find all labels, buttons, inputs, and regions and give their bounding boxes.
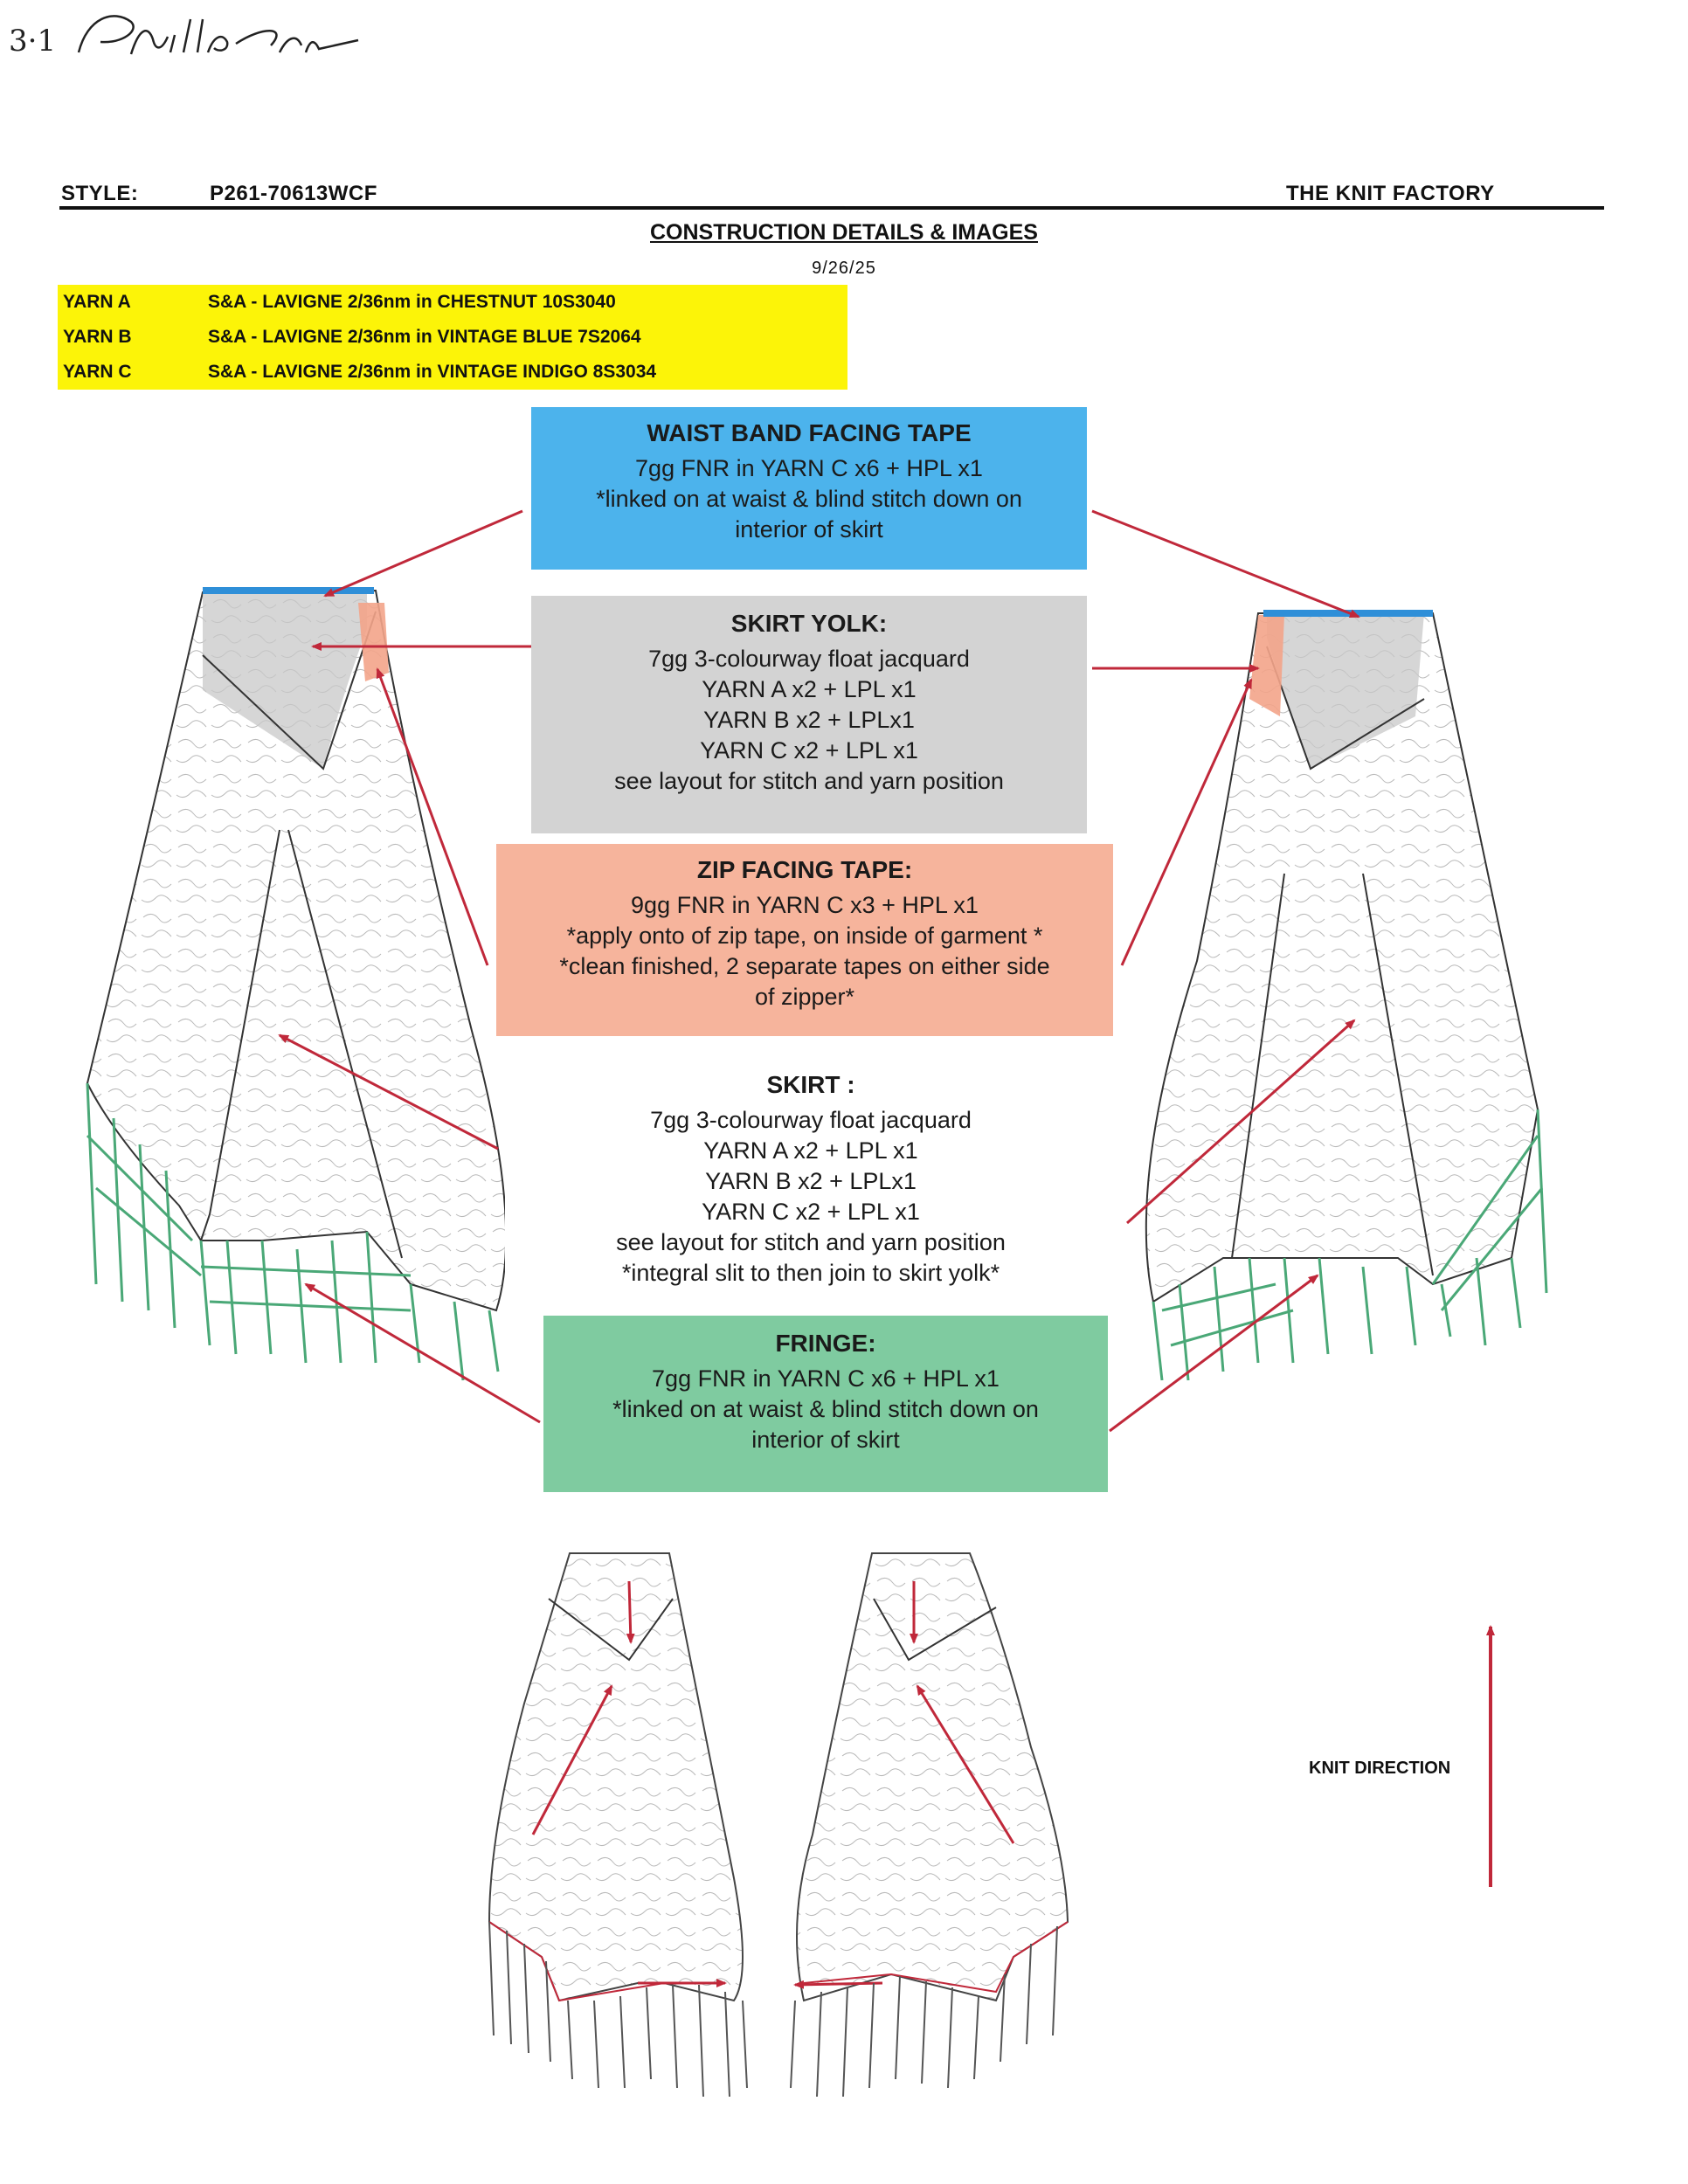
callout-title: SKIRT YOLK:: [730, 610, 888, 637]
callout-title: SKIRT :: [766, 1071, 855, 1098]
document-title: CONSTRUCTION DETAILS & IMAGES: [650, 220, 1038, 245]
callout-line: of zipper*: [754, 984, 855, 1010]
callout-line: YARN B x2 + LPLx1: [705, 1168, 917, 1194]
header-rule: [59, 206, 1604, 210]
callout-line: *clean finished, 2 separate tapes on eit…: [559, 953, 1050, 979]
svg-text:3·1: 3·1: [9, 24, 56, 59]
yarn-key: YARN A: [63, 292, 131, 312]
callout-line: 7gg FNR in YARN C x6 + HPL x1: [652, 1365, 1000, 1392]
callout-line: YARN B x2 + LPLx1: [703, 707, 915, 733]
callout-title: WAIST BAND FACING TAPE: [647, 419, 972, 446]
callout-line: interior of skirt: [735, 516, 883, 543]
style-label: STYLE:: [61, 182, 139, 205]
callout-skirt: SKIRT : 7gg 3-colourway float jacquard Y…: [505, 1062, 1117, 1310]
callout-line: 7gg 3-colourway float jacquard: [648, 646, 970, 672]
callout-line: *linked on at waist & blind stitch down …: [596, 486, 1022, 512]
factory-name: THE KNIT FACTORY: [1286, 182, 1495, 205]
yarn-description: S&A - LAVIGNE 2/36nm in VINTAGE INDIGO 8…: [208, 362, 657, 382]
yarn-list: YARN A S&A - LAVIGNE 2/36nm in CHESTNUT …: [58, 285, 847, 390]
callout-line: *apply onto of zip tape, on inside of ga…: [566, 923, 1043, 949]
callout-title: FRINGE:: [775, 1330, 876, 1357]
callout-line: *linked on at waist & blind stitch down …: [612, 1396, 1039, 1422]
callout-line: YARN A x2 + LPL x1: [702, 676, 917, 702]
callout-leader-arrows: [278, 509, 1360, 1433]
callout-line: 7gg FNR in YARN C x6 + HPL x1: [635, 455, 983, 481]
document-date: 9/26/25: [812, 259, 876, 278]
skirt-sketch-left: [86, 587, 508, 1381]
skirt-sketch-back-right: [790, 1552, 1069, 2098]
callout-skirt-yolk: SKIRT YOLK: 7gg 3-colourway float jacqua…: [531, 596, 1087, 833]
callout-fringe: FRINGE: 7gg FNR in YARN C x6 + HPL x1 *l…: [543, 1316, 1108, 1492]
callout-waist-band-facing-tape: WAIST BAND FACING TAPE 7gg FNR in YARN C…: [531, 407, 1087, 570]
callout-line: see layout for stitch and yarn position: [616, 1229, 1006, 1255]
knit-direction-label: KNIT DIRECTION: [1309, 1759, 1451, 1778]
callout-line: YARN A x2 + LPL x1: [703, 1137, 918, 1164]
callout-line: 7gg 3-colourway float jacquard: [650, 1107, 972, 1133]
yarn-description: S&A - LAVIGNE 2/36nm in VINTAGE BLUE 7S2…: [208, 327, 641, 347]
callout-line: see layout for stitch and yarn position: [614, 768, 1004, 794]
brand-logo: 3·1: [9, 15, 359, 59]
skirt-sketch-right: [1145, 610, 1548, 1381]
callout-line: YARN C x2 + LPL x1: [702, 1199, 920, 1225]
skirt-sketch-back-left: [488, 1552, 748, 2098]
style-number: P261-70613WCF: [210, 182, 377, 205]
yarn-key: YARN C: [63, 362, 132, 382]
yarn-key: YARN B: [63, 327, 132, 347]
callout-zip-facing-tape: ZIP FACING TAPE: 9gg FNR in YARN C x3 + …: [496, 844, 1113, 1036]
callout-line: interior of skirt: [751, 1427, 900, 1453]
callout-line: *integral slit to then join to skirt yol…: [621, 1260, 1000, 1286]
callout-title: ZIP FACING TAPE:: [696, 856, 913, 883]
yarn-description: S&A - LAVIGNE 2/36nm in CHESTNUT 10S3040: [208, 292, 616, 312]
callout-line: 9gg FNR in YARN C x3 + HPL x1: [631, 892, 979, 918]
callout-line: YARN C x2 + LPL x1: [700, 737, 918, 764]
